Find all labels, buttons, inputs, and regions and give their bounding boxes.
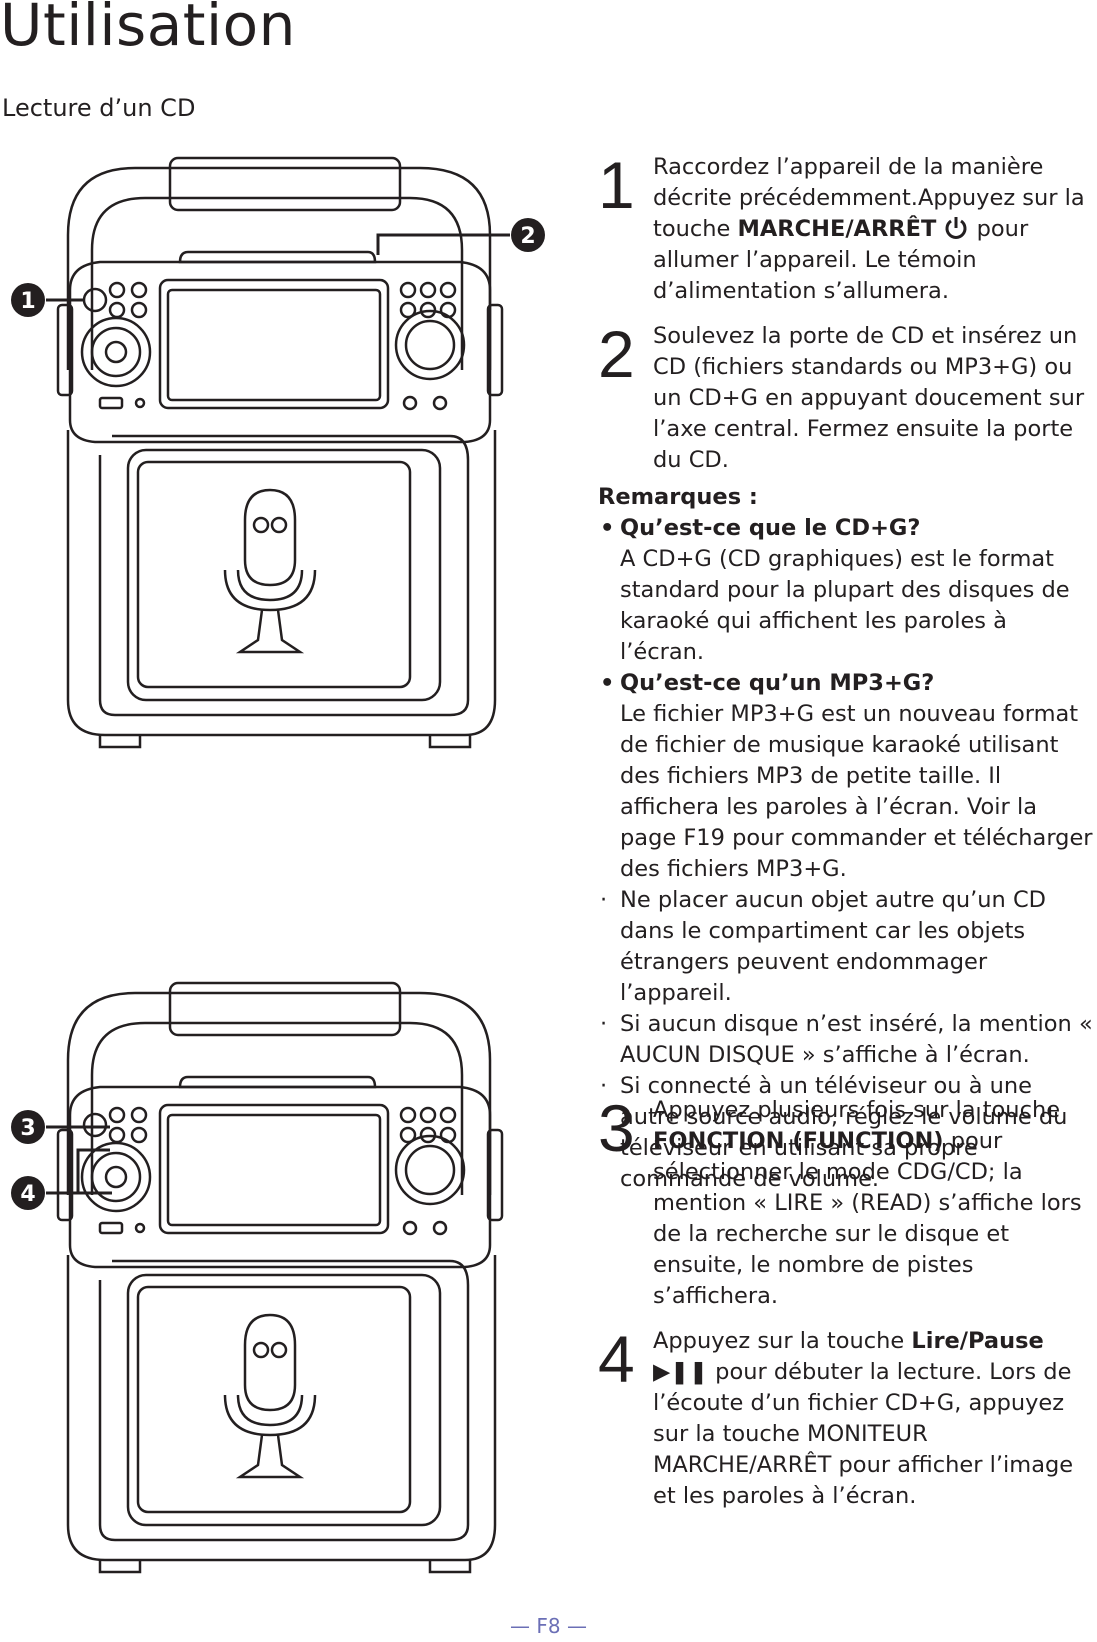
step-text-part: pour allumer l’appareil. Le témoin d’ali… [653,216,1029,304]
callout-1-marker [11,283,45,317]
bullet-icon: • [600,670,615,696]
list-item: · Si aucun disque n’est inséré, la menti… [598,1009,1097,1071]
karaoke-machine-drawing: 3 4 [11,981,504,1574]
step-text-part: Raccordez l’appareil de la manière décri… [653,154,1085,242]
step-text-part: pour débuter la lecture. Lors de l’écout… [653,1359,1074,1509]
step-text-part: Appuyez sur la touche [653,1328,912,1354]
page-number: — F8 — [510,1614,587,1638]
remarks-heading: Remarques : [598,484,758,510]
step-number: 4 [598,1322,635,1396]
bullet-icon: · [600,1073,608,1099]
step-1: 1 Raccordez l’appareil de la manière déc… [598,152,1097,307]
callout-1-label: 1 [20,289,35,314]
bullet-icon: · [600,1011,608,1037]
list-item: · Ne placer aucun objet autre qu’un CD d… [598,885,1097,1009]
question-label: Qu’est-ce qu’un MP3+G? [620,670,935,696]
callout-3-label: 3 [20,1116,35,1141]
remark-text: Si connecté à un téléviseur ou à une aut… [620,1073,1068,1192]
step-4: 4 Appuyez sur la touche Lire/Pause ▶❚❚ p… [598,1326,1097,1512]
karaoke-machine-figure-top: 1 2 [0,140,580,800]
callout-4-marker [11,1176,45,1210]
list-item: • Qu’est-ce qu’un MP3+G? Le fichier MP3+… [598,668,1097,885]
step-text: Appuyez plusieurs fois sur la touche FON… [653,1095,1097,1312]
remark-text: Si aucun disque n’est inséré, la mention… [620,1011,1093,1068]
function-button-label: FONCTION (FUNCTION) [653,1128,944,1154]
play-pause-icon: ▶❚❚ [653,1359,709,1385]
remarks-list: • Qu’est-ce que le CD+G? A CD+G (CD grap… [598,513,1097,1195]
remark-text: Le fichier MP3+G est un nouveau format d… [620,701,1093,882]
bullet-icon: · [600,887,608,913]
step-text-part: Appuyez plusieurs fois sur la touche [653,1097,1061,1123]
step-number: 1 [598,148,635,222]
callout-4-label: 4 [20,1182,35,1207]
step-text: Soulevez la porte de CD et insérez un CD… [653,323,1085,473]
step-text: Appuyez sur la touche Lire/Pause ▶❚❚ pou… [653,1326,1097,1512]
section-subtitle: Lecture d’un CD [2,94,196,122]
step-number: 3 [598,1091,635,1165]
karaoke-machine-figure-bottom: 3 4 [0,965,580,1625]
karaoke-machine-drawing: 1 2 [11,156,545,749]
callout-2-label: 2 [520,224,535,249]
list-item: · Si connecté à un téléviseur ou à une a… [598,1071,1097,1195]
list-item: • Qu’est-ce que le CD+G? A CD+G (CD grap… [598,513,1097,668]
step-2: 2 Soulevez la porte de CD et insérez un … [598,321,1097,476]
remark-text: Ne placer aucun objet autre qu’un CD dan… [620,887,1046,1006]
question-label: Qu’est-ce que le CD+G? [620,515,921,541]
callout-2-marker [511,218,545,252]
bullet-icon: • [600,515,615,541]
page-title: Utilisation [0,0,296,59]
instructions-column: 1 Raccordez l’appareil de la manière déc… [598,152,1097,1195]
instructions-column-bottom: 3 Appuyez plusieurs fois sur la touche F… [598,1095,1097,1512]
callout-3-marker [11,1110,45,1144]
step-number: 2 [598,317,635,391]
play-pause-button-label: Lire/Pause [911,1328,1044,1354]
step-text-part: pour sélectionner le mode CDG/CD; la men… [653,1128,1082,1309]
step-text: Raccordez l’appareil de la manière décri… [653,152,1097,307]
power-button-label: MARCHE/ARRÊT [737,216,937,242]
remark-text: A CD+G (CD graphiques) est le format sta… [620,546,1070,665]
power-icon [946,217,967,239]
step-3: 3 Appuyez plusieurs fois sur la touche F… [598,1095,1097,1312]
